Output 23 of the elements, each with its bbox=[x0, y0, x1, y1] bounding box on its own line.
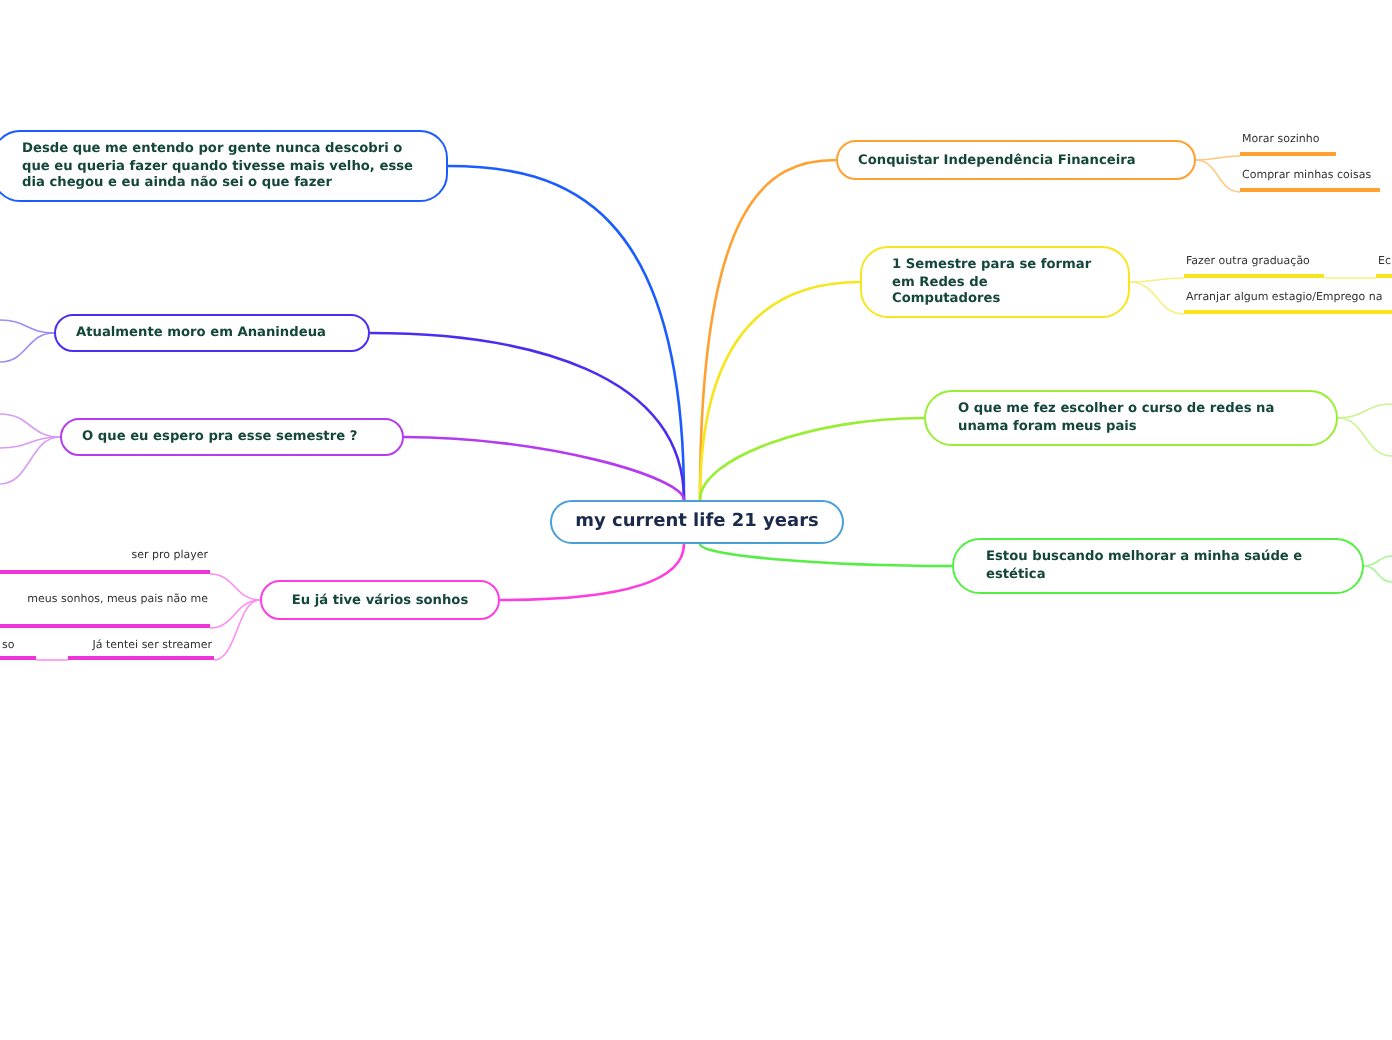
connector bbox=[1195, 155, 1241, 161]
connector bbox=[403, 435, 686, 501]
connector bbox=[1363, 555, 1392, 567]
connector bbox=[1323, 277, 1377, 279]
connector bbox=[0, 436, 61, 485]
connector bbox=[1195, 159, 1241, 193]
connector bbox=[1129, 281, 1185, 315]
connector bbox=[500, 543, 686, 602]
connector bbox=[0, 332, 55, 363]
connector bbox=[369, 331, 686, 501]
connector bbox=[209, 599, 261, 629]
connector bbox=[1363, 565, 1392, 583]
connector bbox=[209, 573, 261, 601]
connector bbox=[1129, 277, 1185, 283]
connector bbox=[0, 319, 55, 334]
connector bbox=[699, 543, 952, 568]
connector bbox=[0, 436, 61, 449]
connector bbox=[213, 599, 261, 661]
connector bbox=[35, 659, 69, 661]
connector bbox=[1337, 403, 1392, 419]
connector bbox=[698, 416, 925, 501]
connector bbox=[1337, 417, 1392, 457]
central-topic: my current life 21 years bbox=[550, 500, 844, 544]
